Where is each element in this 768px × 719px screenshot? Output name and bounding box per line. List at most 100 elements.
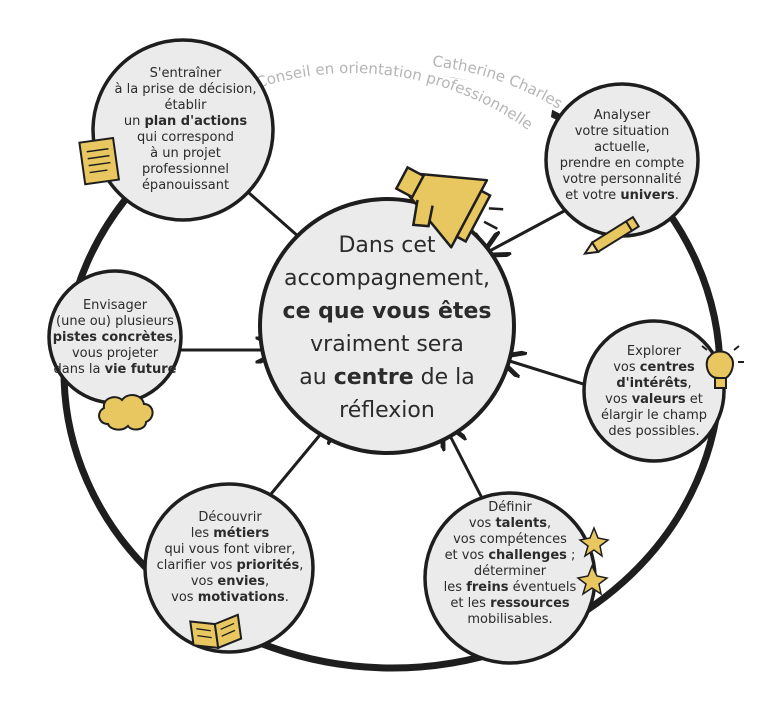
megaphone-icon	[394, 165, 504, 249]
center-text-span: de la	[413, 365, 475, 390]
node-line: (une ou) plusieurs	[56, 314, 174, 329]
node-line: votre personnalité	[562, 172, 682, 187]
node-keyword: plan d'actions	[144, 114, 248, 129]
node-keyword: ressources	[490, 596, 570, 611]
node-line: élargir le champ	[600, 408, 708, 423]
node-text: éventuels	[508, 580, 577, 595]
node-metiers: Découvrir les métiers qui vous font vibr…	[150, 510, 310, 606]
node-text: ;	[566, 548, 576, 563]
node-keyword: envies	[217, 574, 265, 589]
node-text: vos	[605, 392, 632, 407]
node-line: Définir	[488, 500, 532, 515]
node-pistes: Envisager (une ou) plusieurs pistes conc…	[50, 298, 180, 378]
node-keyword: pistes concrètes	[52, 330, 174, 345]
center-emphasis: ce que vous êtes	[282, 299, 492, 324]
node-keyword: valeurs	[631, 392, 686, 407]
node-line: vos envies,	[150, 574, 310, 590]
center-bubble	[258, 197, 516, 455]
node-line: mobilisables.	[467, 612, 553, 627]
center-emphasis: centre	[333, 365, 414, 390]
lightbulb-icon	[701, 340, 744, 389]
node-line: épanouissant	[141, 178, 230, 193]
node-text: les	[190, 526, 214, 541]
thought-cloud-icon	[98, 394, 154, 431]
node-explorer: Explorer vos centres d'intérêts, vos val…	[592, 344, 716, 440]
node-keyword: métiers	[213, 526, 270, 541]
node-keyword: univers	[620, 188, 675, 203]
node-line: prendre en compte	[559, 156, 685, 171]
center-text-span: au	[299, 365, 334, 390]
node-text: vos	[613, 360, 640, 375]
node-line: d'intérêts,	[592, 376, 716, 392]
node-line: vos compétences	[453, 532, 567, 547]
center-line: vraiment sera	[310, 332, 464, 357]
node-text: et vos	[444, 548, 489, 563]
node-text: et les	[450, 596, 491, 611]
node-text: ,	[687, 376, 692, 391]
node-text: ,	[546, 516, 552, 531]
node-line: les métiers	[150, 526, 310, 542]
node-line: Découvrir	[198, 510, 262, 525]
node-line: pistes concrètes,	[50, 330, 180, 346]
node-line: vos centres	[592, 360, 716, 376]
node-line: les freins éventuels	[432, 580, 588, 596]
node-line: votre situation	[574, 124, 670, 139]
node-line: vos valeurs et	[592, 392, 716, 408]
node-line: actuelle,	[594, 140, 650, 155]
arrow-analyse	[484, 208, 567, 254]
node-line: Envisager	[82, 298, 148, 313]
node-keyword: talents	[495, 516, 547, 531]
node-text: clarifier vos	[156, 558, 237, 573]
node-keyword: vie future	[104, 362, 177, 377]
node-line: établir	[164, 98, 207, 113]
node-line: qui correspond	[137, 130, 234, 145]
node-text: .	[674, 188, 679, 203]
node-keyword: challenges	[488, 548, 567, 563]
center-line: ce que vous êtes	[272, 295, 502, 328]
node-line: dans la vie future	[50, 362, 180, 378]
node-line: un plan d'actions	[103, 114, 268, 130]
node-line: et votre univers.	[552, 188, 692, 204]
node-keyword: freins	[466, 580, 509, 595]
node-plan: S'entraîner à la prise de décision, étab…	[103, 66, 268, 194]
node-line: qui vous font vibrer,	[164, 542, 296, 557]
node-text: ,	[173, 330, 178, 345]
node-text: .	[284, 590, 289, 605]
node-line: déterminer	[473, 564, 547, 579]
node-text: ,	[264, 574, 270, 589]
center-line: accompagnement,	[284, 266, 490, 291]
node-line: vos motivations.	[150, 590, 310, 606]
node-text: un	[123, 114, 145, 129]
node-text: vos	[468, 516, 496, 531]
node-line: S'entraîner	[149, 66, 222, 81]
open-book-icon	[189, 613, 243, 650]
center-line: Dans cet	[338, 233, 436, 258]
bubble-metiers	[143, 482, 315, 654]
node-text: les	[443, 580, 467, 595]
bubble-plan	[91, 38, 275, 222]
node-keyword: centres	[639, 360, 695, 375]
arrow-explorer	[500, 358, 597, 390]
center-line: réflexion	[339, 398, 435, 423]
node-text: vos	[171, 590, 198, 605]
center-statement: Dans cet accompagnement, ce que vous ête…	[272, 229, 502, 427]
node-analyse: Analyser votre situation actuelle, prend…	[552, 108, 692, 204]
pencil-icon	[582, 215, 641, 255]
node-line: vos talents,	[432, 516, 588, 532]
node-keyword: d'intérêts	[616, 376, 688, 391]
ring-gap	[259, 45, 555, 151]
node-line: et les ressources	[432, 596, 588, 612]
bubble-explorer	[582, 319, 726, 463]
node-talents: Définir vos talents, vos compétences et …	[432, 500, 588, 628]
center-line: au centre de la	[272, 361, 502, 394]
node-keyword: priorités	[236, 558, 300, 573]
node-line: Explorer	[626, 344, 682, 359]
node-text: vos	[190, 574, 218, 589]
node-line: Analyser	[593, 108, 651, 123]
node-text: dans la	[53, 362, 105, 377]
node-text: et	[685, 392, 703, 407]
node-line: professionnel	[141, 162, 230, 177]
node-text: et votre	[565, 188, 621, 203]
node-line: et vos challenges ;	[432, 548, 588, 564]
